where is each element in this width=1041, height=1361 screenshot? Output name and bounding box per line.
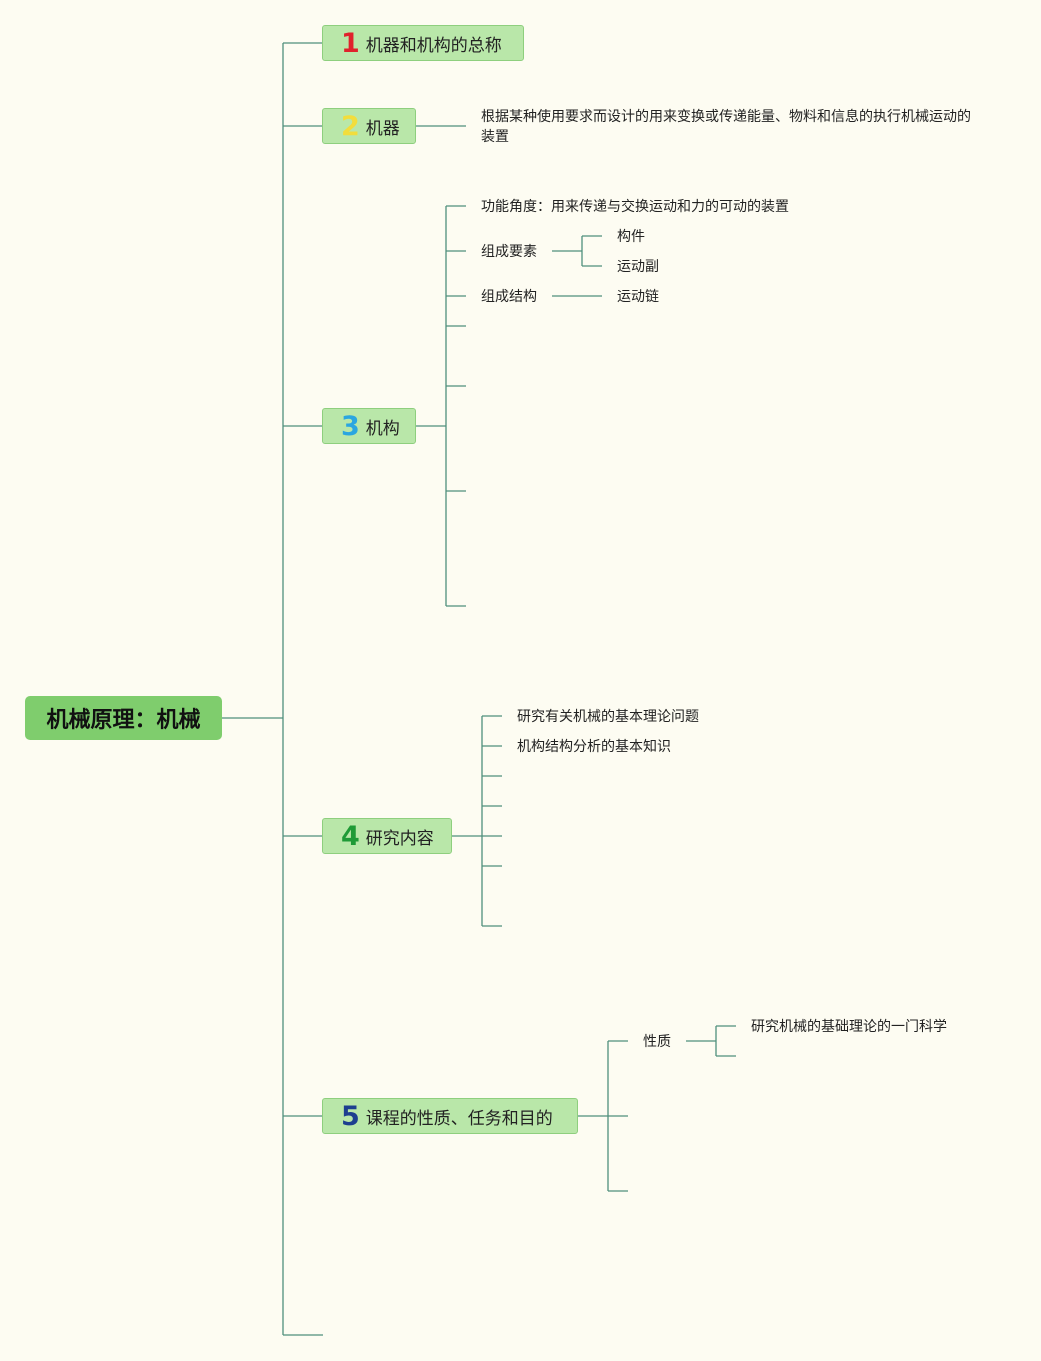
structure-item-chain: 运动链 — [617, 289, 659, 305]
branch-2-node[interactable]: 2 机器 — [322, 108, 416, 144]
research-item-theory: 研究有关机械的基本理论问题 — [517, 709, 699, 725]
nature-item: 研究机械的基础理论的一门科学 — [751, 1019, 947, 1035]
branch-3-number: 3 — [341, 410, 360, 442]
branch-3-node[interactable]: 3 机构 — [322, 408, 416, 444]
branch-5-number: 5 — [341, 1100, 360, 1132]
branch-4-label: 研究内容 — [365, 828, 434, 849]
research-item-structure: 机构结构分析的基本知识 — [517, 739, 671, 755]
branch-4-node[interactable]: 4 研究内容 — [322, 818, 452, 854]
branch-4-number: 4 — [341, 820, 360, 852]
structure-label: 组成结构 — [481, 289, 537, 305]
branch-5-label: 课程的性质、任务和目的 — [365, 1108, 553, 1129]
root-label: 机械原理：机械 — [46, 708, 201, 733]
composition-item-component: 构件 — [617, 229, 645, 245]
mechanism-function: 功能角度：用来传递与交换运动和力的可动的装置 — [481, 199, 789, 215]
root-node[interactable]: 机械原理：机械 — [25, 696, 222, 740]
composition-item-kinematic-pair: 运动副 — [617, 259, 659, 275]
nature-label: 性质 — [643, 1034, 671, 1050]
branch-5-node[interactable]: 5 课程的性质、任务和目的 — [322, 1098, 578, 1134]
branch-2-label: 机器 — [365, 118, 400, 139]
branch-2-number: 2 — [341, 110, 360, 142]
branch-1-number: 1 — [341, 27, 360, 59]
branch-3-label: 机构 — [365, 418, 400, 439]
machine-definition: 根据某种使用要求而设计的用来变换或传递能量、物料和信息的执行机械运动的装置 — [481, 109, 971, 145]
branch-1-label: 机器和机构的总称 — [365, 35, 502, 56]
branch-1-node[interactable]: 1 机器和机构的总称 — [322, 25, 524, 61]
composition-label: 组成要素 — [481, 244, 537, 260]
